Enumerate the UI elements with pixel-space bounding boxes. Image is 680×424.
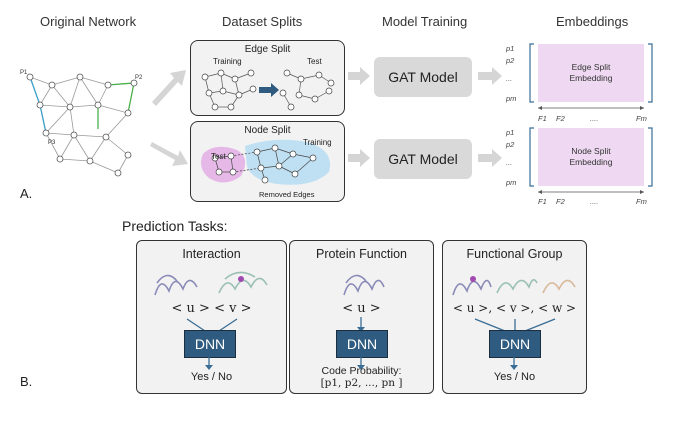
header-dataset-splits: Dataset Splits [222,14,303,29]
interaction-output: Yes / No [190,371,233,383]
functional-group-output-arrow [510,357,518,370]
edge-row-p2: p2 [506,56,515,65]
section-a-label: A. [20,186,33,201]
edge-split-panel: Edge Split Training Test [190,40,345,116]
protein-function-output-arrow [357,357,365,370]
protein-function-input-arrow [357,317,365,332]
node-col-fm: Fm [636,197,647,206]
interaction-protein-structures [154,271,268,296]
interaction-input-arrows [186,318,238,332]
edge-row-dots: ... [506,74,513,83]
embedding-edge-line1: Edge Split [571,62,611,72]
task-functional-group-panel: Functional Group < u >, < v >, < w > DNN… [442,240,587,394]
task-protein-function-panel: Protein Function < u > DNN Code Probabil… [289,240,434,394]
embedding-node-line2: Embedding [569,157,613,167]
node-col-f2: F2 [556,197,565,206]
embedding-edge-line2: Embedding [569,73,613,83]
task-functional-group-title: Functional Group [466,247,563,261]
edge-col-fm: Fm [636,114,647,123]
prediction-tasks-title: Prediction Tasks: [122,218,228,234]
protein-function-output: Code Probability: [321,365,402,377]
node-row-dots: ... [506,158,513,167]
functional-group-dnn: DNN [489,330,541,358]
node-row-p1: p1 [506,128,515,137]
task-protein-function-title: Protein Function [315,247,408,261]
interaction-dnn: DNN [184,330,236,358]
task-interaction-panel: Interaction < u > < v > DNN Yes / No [136,240,287,394]
node-split-removed-label: Removed Edges [259,190,315,199]
gat-input-arrows [348,67,370,167]
edge-col-dots: .... [590,114,599,123]
gat-output-arrows [478,67,502,167]
interaction-inputs: < u > < v > [171,301,252,316]
interaction-output-arrow [205,357,213,370]
edge-split-training-label: Training [213,57,242,66]
node-col-dots: .... [590,197,599,206]
protein-function-inputs: < u > [342,301,381,316]
section-b-label: B. [20,374,33,389]
edge-row-pm: pm [506,94,517,103]
node-split-graph [201,139,331,185]
embedding-edge-brackets [529,43,653,110]
gat-model-node: GAT Model [374,139,472,179]
network-label-p1: P1 [20,70,28,76]
edge-col-f1: F1 [538,114,547,123]
embedding-node-line1: Node Split [571,146,611,156]
header-embeddings: Embeddings [556,14,629,29]
functional-group-structures [452,276,576,296]
network-label-p2: P2 [135,75,143,81]
gat-model-edge: GAT Model [374,57,472,97]
network-label-p3: P3 [48,140,56,146]
node-split-panel: Node Split Test Training Removed Edges [190,121,345,202]
edge-split-test-label: Test [307,57,322,66]
node-split-training-label: Training [303,138,332,147]
original-network-graph [26,73,138,177]
protein-function-dnn: DNN [336,330,388,358]
node-split-title: Node Split [244,125,291,136]
edge-col-f2: F2 [556,114,565,123]
node-row-p2: p2 [506,140,515,149]
node-row-pm: pm [506,178,517,187]
split-arrows [150,70,188,166]
task-interaction-title: Interaction [182,247,241,261]
functional-group-inputs: < u >, < v >, < w > [452,301,577,315]
protein-function-output-vector: [p1, p2, ..., pn ] [320,377,403,389]
node-col-f1: F1 [538,197,547,206]
functional-group-input-arrows [474,318,556,332]
functional-group-output: Yes / No [493,371,536,383]
edge-row-p1: p1 [506,44,515,53]
header-original-network: Original Network [40,14,137,29]
protein-function-structure [343,274,385,296]
edge-split-title: Edge Split [244,44,291,55]
edge-split-graphs [201,69,335,111]
header-model-training: Model Training [382,14,468,29]
embedding-node-brackets [529,127,653,194]
node-split-test-label: Test [211,152,226,161]
